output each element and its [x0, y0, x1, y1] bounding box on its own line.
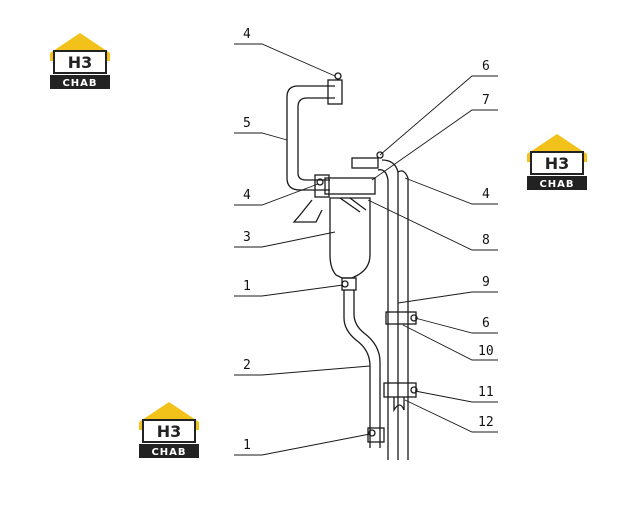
- callout-label: 3: [243, 230, 251, 245]
- callouts-right: 6 7 4 8 9 6 10 11 12: [478, 59, 494, 430]
- leader-4-mid: [234, 183, 319, 206]
- logo-caption: CHAB: [539, 179, 574, 190]
- callout-label: 11: [478, 385, 494, 400]
- clamp-mid-left: [314, 174, 330, 198]
- upper-block: [351, 157, 379, 169]
- leader-1-lower: [234, 433, 371, 456]
- brand-logo-right: H3 CHAB: [527, 134, 587, 190]
- leader-9: [397, 291, 498, 304]
- vertical-pipe-inner: [377, 169, 389, 460]
- leader-6-bottom: [414, 317, 498, 334]
- callout-label: 4: [243, 188, 251, 203]
- callouts-left: 4 5 4 3 1 2 1: [243, 27, 251, 453]
- bracket-foot: [292, 199, 323, 223]
- logo-mark: H3: [68, 53, 93, 72]
- callout-label: 2: [243, 358, 251, 373]
- bolt-lower: [341, 280, 349, 288]
- logo-caption: CHAB: [151, 447, 186, 458]
- pipe-break: [393, 397, 405, 413]
- bolt-clamp-upper: [410, 314, 418, 322]
- hatch-1: [339, 197, 361, 213]
- filter-head: [324, 177, 376, 195]
- leader-11: [414, 390, 498, 403]
- callout-label: 6: [482, 316, 490, 331]
- leader-8: [367, 199, 498, 251]
- drain-pipe-inner: [353, 290, 381, 448]
- clamp-top: [327, 79, 343, 105]
- callout-label: 10: [478, 344, 494, 359]
- pipe-elbow: [397, 170, 409, 179]
- leader-12: [404, 399, 498, 433]
- callout-label: 1: [243, 438, 251, 453]
- logo-caption: CHAB: [62, 78, 97, 89]
- callout-label: 9: [482, 275, 490, 290]
- callout-label: 5: [243, 116, 251, 131]
- callout-label: 7: [482, 93, 490, 108]
- drain-pipe-outer: [343, 290, 371, 448]
- logo-mark: H3: [545, 154, 570, 173]
- filter-bowl: [329, 197, 371, 279]
- pipe-upper-bend-inner: [297, 97, 335, 181]
- bolt-upper-right: [376, 151, 384, 159]
- clamp-bottom: [367, 427, 385, 443]
- callout-label: 4: [482, 187, 490, 202]
- bolt-bottom: [368, 429, 376, 437]
- leader-6-top: [379, 75, 498, 156]
- callout-label: 4: [243, 27, 251, 42]
- brand-logo-bottom-left: H3 CHAB: [139, 402, 199, 458]
- leader-5: [234, 132, 288, 141]
- leader-10: [402, 324, 498, 361]
- leader-7: [371, 109, 498, 181]
- bolt-mid-left: [316, 178, 324, 186]
- callout-label: 8: [482, 233, 490, 248]
- hatch-2: [349, 197, 367, 211]
- bolt-clamp-lower: [410, 386, 418, 394]
- assembly-drawing: [286, 72, 418, 460]
- leader-1-upper: [234, 284, 344, 297]
- callout-label: 12: [478, 415, 494, 430]
- pipe-clamp-lower: [383, 382, 417, 398]
- bolt-top: [334, 72, 342, 80]
- leader-4-top: [234, 43, 336, 77]
- logo-mark: H3: [157, 422, 182, 441]
- leader-2: [234, 365, 371, 376]
- leader-4-right: [404, 177, 498, 205]
- pipe-upper-bend: [286, 85, 335, 191]
- clamp-lower: [341, 277, 357, 291]
- leader-3: [234, 231, 336, 248]
- callout-label: 1: [243, 279, 251, 294]
- leader-lines: [234, 43, 498, 456]
- brand-logo-top-left: H3 CHAB: [50, 33, 110, 89]
- vertical-pipe-outer: [381, 159, 399, 460]
- callout-label: 6: [482, 59, 490, 74]
